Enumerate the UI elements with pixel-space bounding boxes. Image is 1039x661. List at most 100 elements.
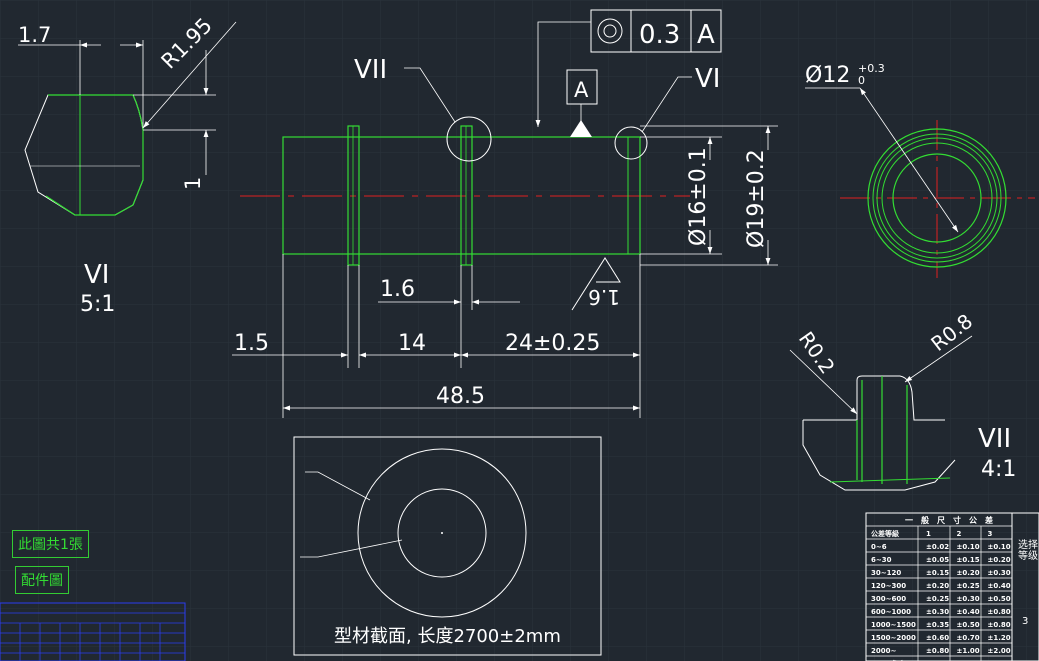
concentricity-icon-inner	[603, 24, 617, 38]
dim-14: 14	[398, 331, 426, 356]
dim-dia-16: Ø16±0.1	[686, 147, 711, 246]
leader-r02	[789, 349, 858, 415]
tolerance-header-cell: 3	[988, 530, 993, 538]
tolerance-cell: ±0.20	[988, 556, 1011, 564]
tolerance-side-value: 3	[1022, 616, 1028, 627]
groove-2	[460, 125, 473, 266]
datum-letter: A	[574, 78, 589, 102]
tolerance-cell: 120~300	[871, 582, 906, 590]
tolerance-cell: ±0.15	[957, 556, 980, 564]
tolerance-table-frame	[865, 512, 1039, 661]
tolerance-cell: 6~30	[871, 556, 892, 564]
main-view: VII VI A 0.3 A Ø16±0.1 Ø19±0.2 1.6	[232, 9, 778, 418]
surface-finish-value: 1.6	[588, 285, 620, 309]
tolerance-cell: ±0.10	[957, 543, 980, 551]
label-vii: VII	[354, 55, 387, 85]
detail-vii-base	[829, 477, 951, 483]
tolerance-cell: ±2.00	[988, 647, 1011, 655]
tolerance-cell: 0~6	[871, 543, 887, 551]
tolerance-cell: 30~120	[871, 569, 901, 577]
tolerance-side-note-1: 选择	[1018, 538, 1038, 551]
tolerance-cell: ±0.30	[926, 608, 949, 616]
dim-1-5: 1.5	[234, 331, 269, 356]
detail-vi-scale: 5:1	[80, 292, 115, 317]
tolerance-cell: ±0.25	[926, 595, 949, 603]
fcf-frame	[590, 9, 722, 53]
tolerance-cell: ±0.02	[926, 543, 949, 551]
tolerance-cell: ±0.20	[957, 569, 980, 577]
tolerance-cell: ±0.60	[926, 634, 949, 642]
tolerance-cell: ±0.40	[957, 608, 980, 616]
tolerance-cell: 1500~2000	[871, 634, 916, 642]
detail-vii-break	[802, 420, 956, 491]
tolerance-cell: ±0.80	[988, 608, 1011, 616]
tolerance-cell: ±0.10	[988, 543, 1011, 551]
sheet-count-button[interactable]: 此圖共1張	[12, 530, 89, 558]
section-frame	[293, 436, 602, 656]
title-block-fragment	[0, 602, 186, 661]
tolerance-side-note-2: 等级	[1018, 549, 1038, 562]
detail-vii-scale: 4:1	[981, 457, 1016, 482]
section-box: 型材截面, 长度2700±2mm	[293, 436, 602, 656]
tolerance-cell: 300~600	[871, 595, 906, 603]
dim-dia-12-lower: 0	[858, 74, 865, 87]
leader-r195	[142, 21, 237, 129]
dim-48-5: 48.5	[436, 384, 485, 409]
groove-1	[347, 125, 360, 266]
tolerance-table-title: 一 般 尺 寸 公 差	[905, 515, 993, 525]
surface-finish-symbol	[571, 257, 621, 311]
label-vi: VI	[695, 64, 720, 94]
tolerance-header-cell: 2	[957, 530, 962, 538]
tolerance-cell: ±0.80	[988, 621, 1011, 629]
tolerance-cell: ±0.25	[957, 582, 980, 590]
leader-vi	[641, 76, 692, 133]
detail-vii-green-lines	[856, 376, 908, 484]
tolerance-cell: 2000~	[871, 647, 896, 655]
detail-vii: R0.2 R0.8 VII 4:1	[789, 309, 1016, 491]
tolerance-cell: ±1.00	[957, 647, 980, 655]
tolerance-cell: ANG(角度)	[871, 659, 908, 661]
fcf-datum: A	[697, 20, 715, 50]
fcf-leader	[535, 21, 591, 127]
leader-r08	[904, 335, 973, 383]
detail-vi-title: VI	[84, 260, 109, 290]
dim-1: 1	[181, 177, 205, 190]
tolerance-table: 一 般 尺 寸 公 差 选择 等级 3 公差等級 1 2 3 0~6 ±0.02 ±0.10…	[865, 512, 1039, 661]
datum-box	[566, 69, 598, 105]
tolerance-cell: ±0.35	[926, 621, 949, 629]
tolerance-header-cell: 1	[926, 530, 931, 538]
tolerance-cell: ±0.40	[988, 582, 1011, 590]
tolerance-cell: ±0.70	[957, 634, 980, 642]
tolerance-cell: ±0.05	[926, 556, 949, 564]
tolerance-cell: ±0.30	[988, 569, 1011, 577]
dim-1-7: 1.7	[18, 23, 51, 47]
tolerance-cell: ±0.50	[988, 595, 1011, 603]
section-leader-1	[305, 471, 371, 501]
datum-triangle	[570, 120, 592, 137]
tolerance-cell: ±0.80	[926, 647, 949, 655]
section-outer-circle	[357, 448, 527, 618]
dim-dia-12: Ø12	[805, 63, 850, 88]
detail-vii-title: VII	[978, 424, 1011, 454]
dim-dia-19: Ø19±0.2	[744, 149, 769, 248]
section-leader-2	[300, 539, 403, 558]
tolerance-cell: 600~1000	[871, 608, 911, 616]
detail-vii-circle	[446, 116, 492, 162]
end-view: Ø12 +0.3 0	[805, 62, 1035, 278]
tolerance-cell: ±0.15	[926, 569, 949, 577]
tolerance-cell: ±0.50	[957, 621, 980, 629]
detail-vi-profile	[45, 94, 144, 216]
dim-line-dia12	[859, 87, 959, 233]
tolerance-header-cell: 公差等級	[871, 529, 900, 538]
dim-dia-12-upper: +0.3	[858, 62, 885, 75]
section-center-point	[441, 532, 443, 534]
tolerance-cell: ±0.30	[957, 595, 980, 603]
concentricity-icon	[597, 18, 623, 44]
detail-vi-circle	[614, 126, 648, 160]
detail-vii-outline	[803, 375, 945, 421]
dim-24: 24±0.25	[505, 331, 600, 356]
section-caption: 型材截面, 长度2700±2mm	[334, 626, 561, 647]
tolerance-cell: 1000~1500	[871, 621, 916, 629]
leader-vii	[404, 67, 456, 123]
part-drawing-button[interactable]: 配件圖	[15, 566, 69, 594]
